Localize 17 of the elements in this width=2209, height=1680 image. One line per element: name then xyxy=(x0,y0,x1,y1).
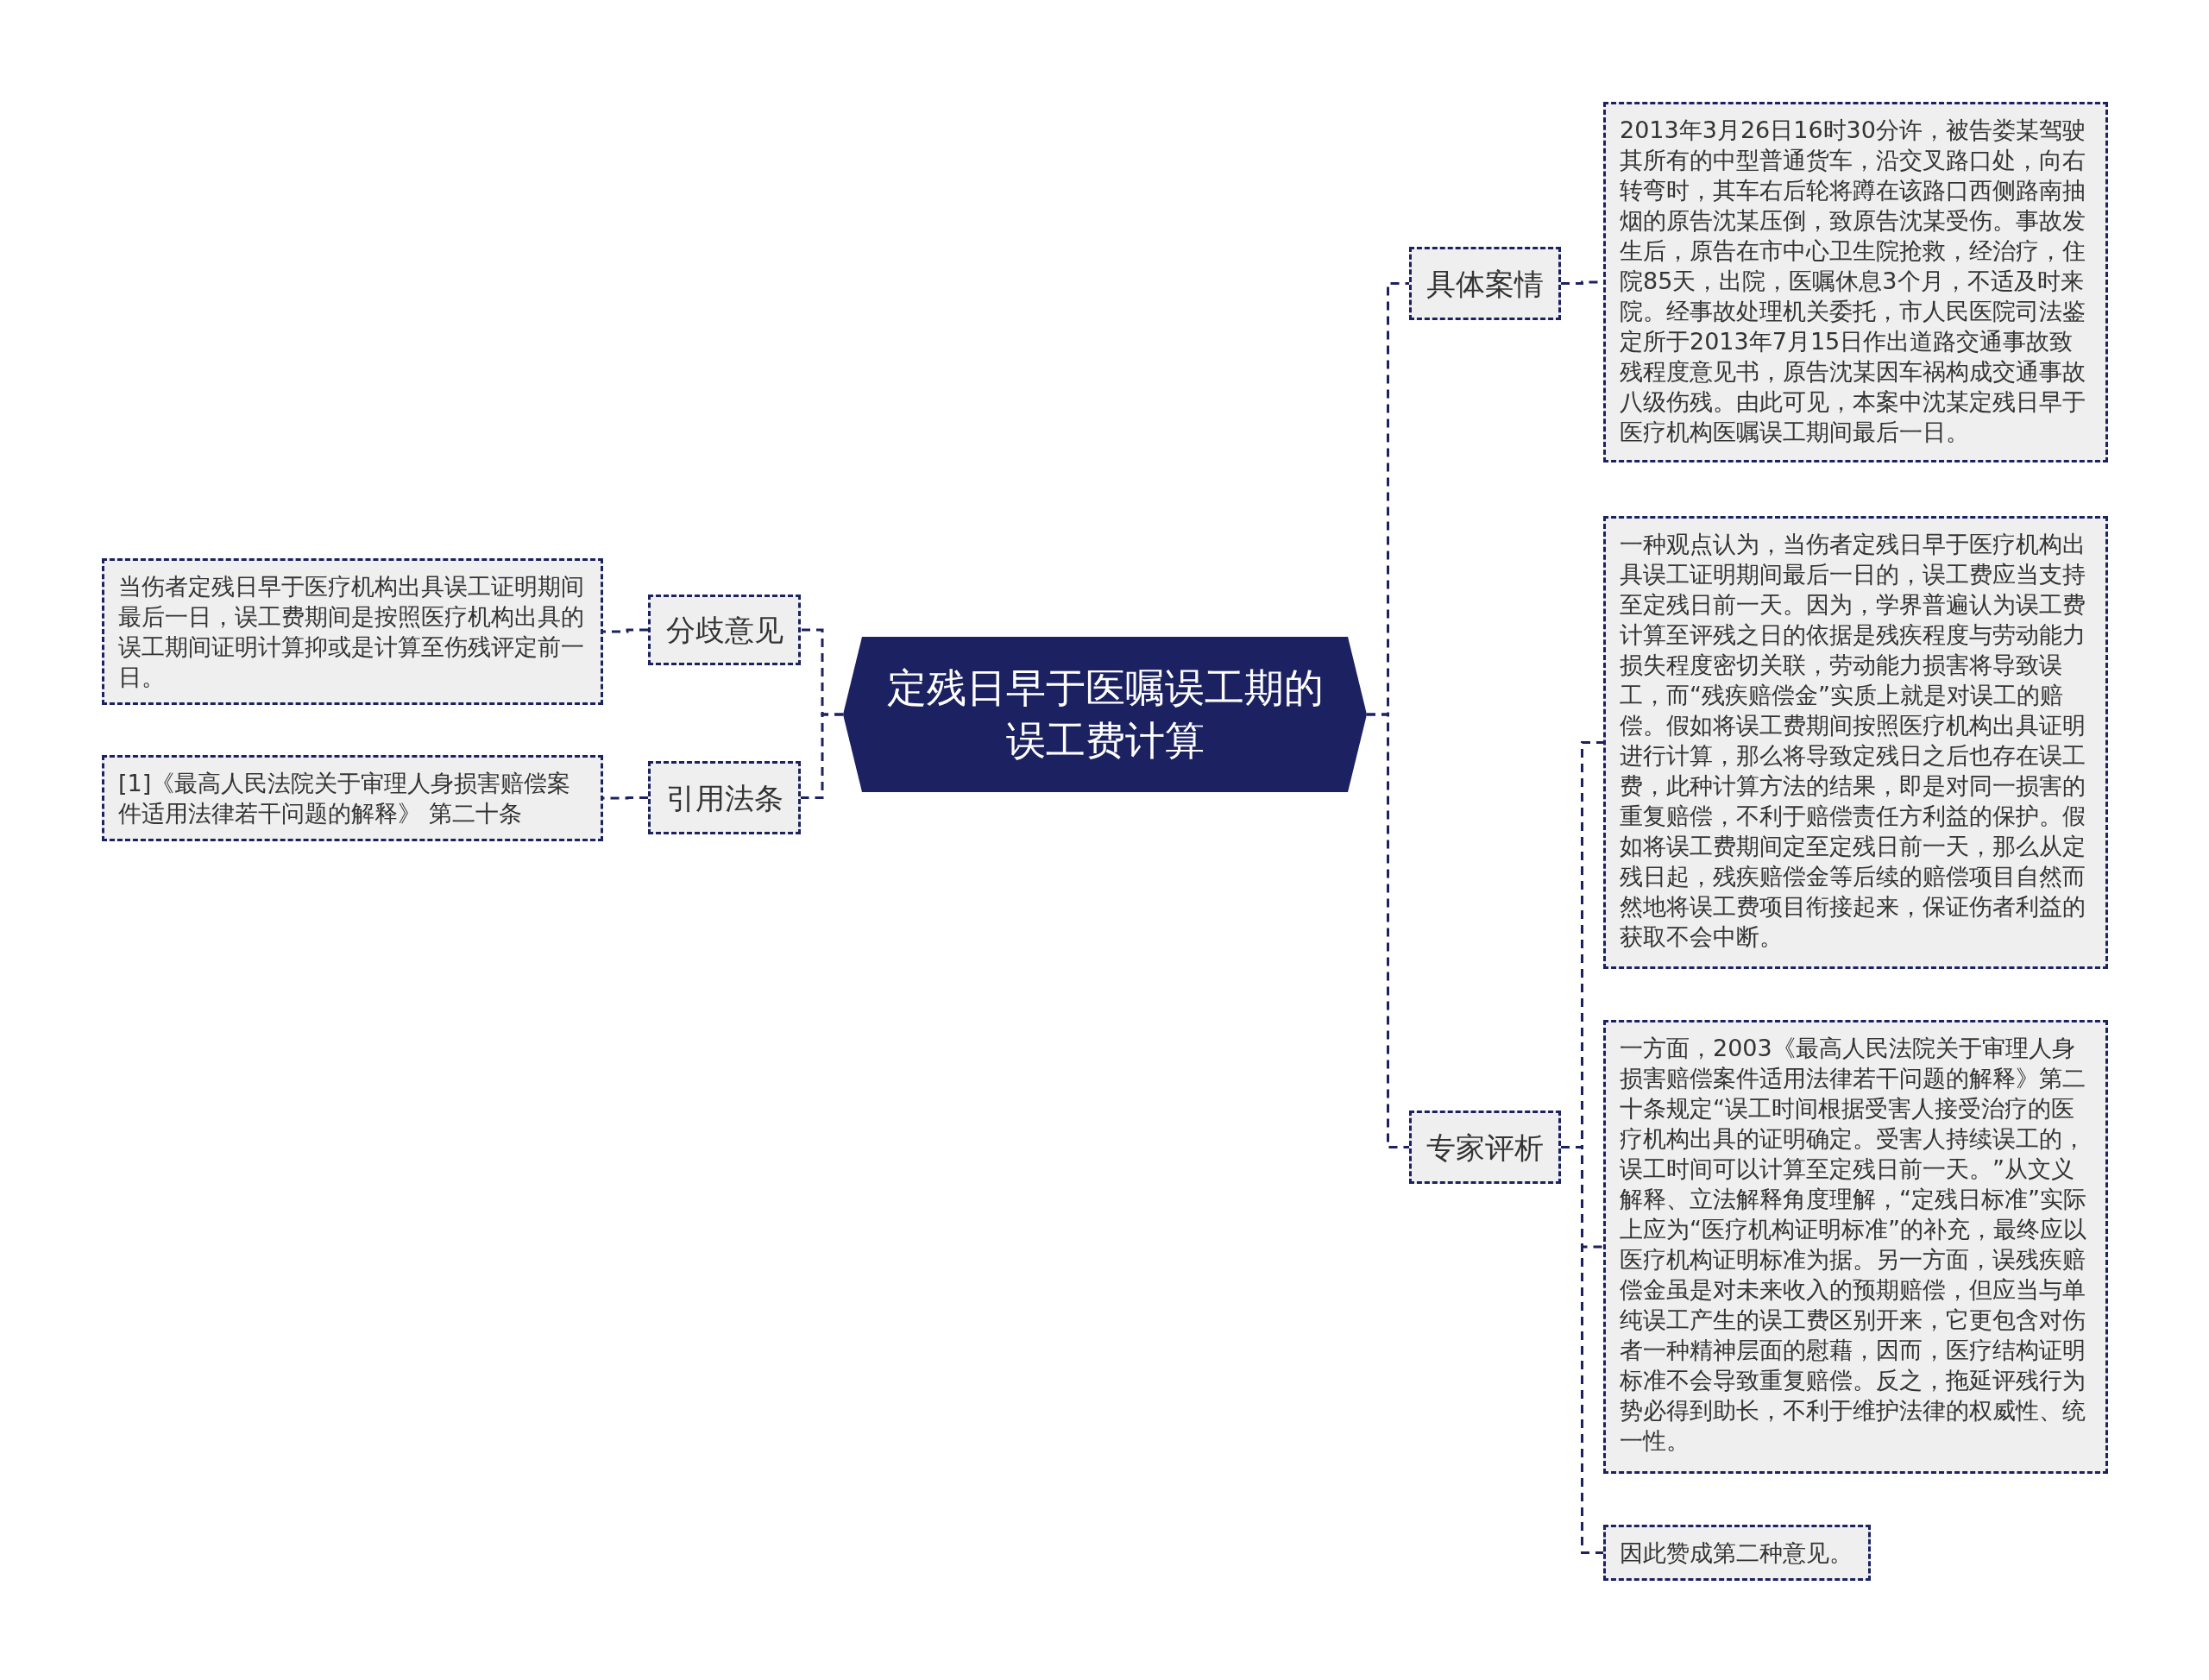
detail-note: 因此赞成第二种意见。 xyxy=(1603,1525,1871,1581)
connector-line xyxy=(801,713,843,799)
branch-topic: 分歧意见 xyxy=(648,595,801,665)
branch-topic: 专家评析 xyxy=(1409,1111,1561,1184)
detail-note: 一种观点认为，当伤者定残日早于医疗机构出具误工证明期间最后一日的，误工费应当支持至定残日前一天。因为，学界普遍认为误工费计算至评残之日的依据是残疾程度与劳动能力损失程度密切关联，劳动能力损害将导致误工，而“残疾赔偿金”实质上就是对误工的赔偿。假如将误工费期间按照医疗机构出具证明进行计算，那么将导致定残日之后也存在误工费，此种计算方法的结果，即是对同一损害的重复赔偿，不利于赔偿责任方利益的保护。假如将误工费期间定至定残日前一天，那么从定残日起，残疾赔偿金等后续的赔偿项目自然而然地将误工费项目衔接起来，保证伤者利益的获取不会中断。 xyxy=(1603,516,2108,969)
connector-line xyxy=(1561,1146,1603,1554)
central-topic xyxy=(843,637,1367,792)
connector-line xyxy=(1367,713,1409,1148)
connector-line xyxy=(603,628,648,633)
topic-title: 定残日早于医嘱误工期的误工费计算 xyxy=(885,664,1325,765)
branch-topic: 具体案情 xyxy=(1409,247,1561,320)
connector-line xyxy=(603,796,648,800)
detail-note: 一方面，2003《最高人民法院关于审理人身损害赔偿案件适用法律若干问题的解释》第二十条规定“误工时间根据受害人接受治疗的医疗机构出具的证明确定。受害人持续误工的，误工时间可以计算至定残日前一天。”从文义解释、立法解释角度理解，“定残日标准”实际上应为“医疗机构证明标准”的补充，最终应以医疗机构证明标准为据。另一方面，误残疾赔偿金虽是对未来收入的预期赔偿，但应当与单纯误工产生的误工费区别开来，它更包含对伤者一种精神层面的慰藉，因而，医疗结构证明标准不会导致重复赔偿。反之，拖延评残行为势必得到助长，不利于维护法律的权威性、统一性。 xyxy=(1603,1020,2108,1474)
detail-note: 当伤者定残日早于医疗机构出具误工证明期间最后一日，误工费期间是按照医疗机构出具的误工期间证明计算抑或是计算至伤残评定前一日。 xyxy=(102,558,603,705)
detail-note: [1]《最高人民法院关于审理人身损害赔偿案件适用法律若干问题的解释》 第二十条 xyxy=(102,755,603,841)
branch-topic: 引用法条 xyxy=(648,761,801,834)
detail-note: 2013年3月26日16时30分许，被告娄某驾驶其所有的中型普通货车，沿交叉路口处，向右转弯时，其车右后轮将蹲在该路口西侧路南抽烟的原告沈某压倒，致原告沈某受伤。事故发生后，原告在市中心卫生院抢救，经治疗，住院85天，出院，医嘱休息3个月，不适及时来院。经事故处理机关委托，市人民医院司法鉴定所于2013年7月15日作出道路交通事故致残程度意见书，原告沈某因车祸构成交通事故八级伤残。由此可见，本案中沈某定残日早于医疗机构医嘱误工期间最后一日。 xyxy=(1603,102,2108,462)
